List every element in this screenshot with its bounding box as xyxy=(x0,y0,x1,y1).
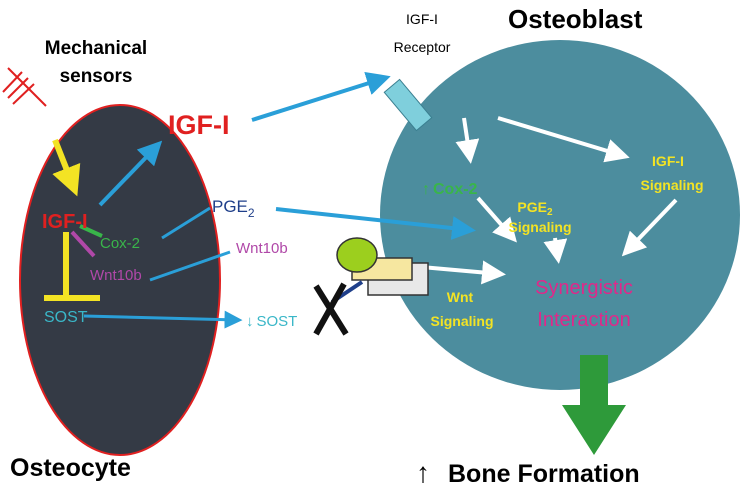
cox2-to-pge2-connector xyxy=(161,206,211,240)
wnt-signaling-line1: Wnt xyxy=(447,289,474,305)
igf1-receptor-line2: Receptor xyxy=(394,39,451,55)
igf1-signaling-to-synergy-arrow xyxy=(621,198,678,257)
mechanical-sensor-symbol xyxy=(2,67,47,107)
igf1-signaling-line2: Signaling xyxy=(641,177,704,193)
synergistic-line1: Synergistic xyxy=(535,277,633,299)
osteoblast-cox2-label: ↑Cox-2 xyxy=(422,181,478,198)
igf1-secreted-label: IGF-I xyxy=(168,110,230,140)
pge2-to-osteoblast-arrow xyxy=(275,207,476,240)
pge2-signaling-line2: Signaling xyxy=(509,219,572,235)
wnt10b-connector xyxy=(149,250,231,282)
osteocyte-igf1-label: IGF-I xyxy=(42,211,88,233)
igf1-receptor-line1: IGF-I xyxy=(406,11,438,27)
pge2-mediator-label: PGE2 xyxy=(212,197,255,220)
receptor-to-cox2-arrow xyxy=(455,117,480,164)
bone-formation-arrow xyxy=(562,355,626,455)
wnt10b-mediator-label: Wnt10b xyxy=(236,240,288,257)
synergistic-line2: Interaction xyxy=(537,309,630,331)
pge2-signaling-to-synergy-arrow xyxy=(543,237,568,264)
receptor-to-igf1-signaling-arrow xyxy=(497,116,630,163)
sost-release-arrow xyxy=(83,310,243,329)
osteoblast-title: Osteoblast xyxy=(508,4,643,34)
igf1-signaling-line1: IGF-I xyxy=(652,153,684,169)
sost-mediator-label: ↓SOST xyxy=(246,313,297,330)
mechanical-sensors-line2: sensors xyxy=(60,66,133,87)
osteoblast-cell xyxy=(380,40,740,390)
wnt-signaling-line2: Signaling xyxy=(431,313,494,329)
sensor-to-igf1-arrow xyxy=(52,138,81,197)
igf1-to-receptor-arrow xyxy=(251,71,391,122)
sost-block-x xyxy=(313,282,349,336)
osteocyte-sost-label: SOST xyxy=(44,309,88,326)
igf1-wnt10b-connector xyxy=(70,230,96,258)
bone-formation-label: Bone Formation xyxy=(448,460,640,488)
igf1-release-arrow xyxy=(98,140,163,207)
osteocyte-title: Osteocyte xyxy=(10,454,131,482)
igf1-cox2-connector xyxy=(79,224,103,238)
mechanical-sensors-line1: Mechanical xyxy=(45,38,147,59)
wnt-ligand xyxy=(336,237,378,273)
pge2-signaling-line1: PGE2 xyxy=(517,199,553,218)
cox2-to-synergy-arrow xyxy=(476,196,517,243)
bone-formation-arrow-glyph: ↑ xyxy=(416,457,430,488)
osteocyte-cox2-label: Cox-2 xyxy=(100,235,140,252)
igf1-receptor xyxy=(383,78,433,132)
osteocyte-wnt10b-label: Wnt10b xyxy=(90,267,142,284)
